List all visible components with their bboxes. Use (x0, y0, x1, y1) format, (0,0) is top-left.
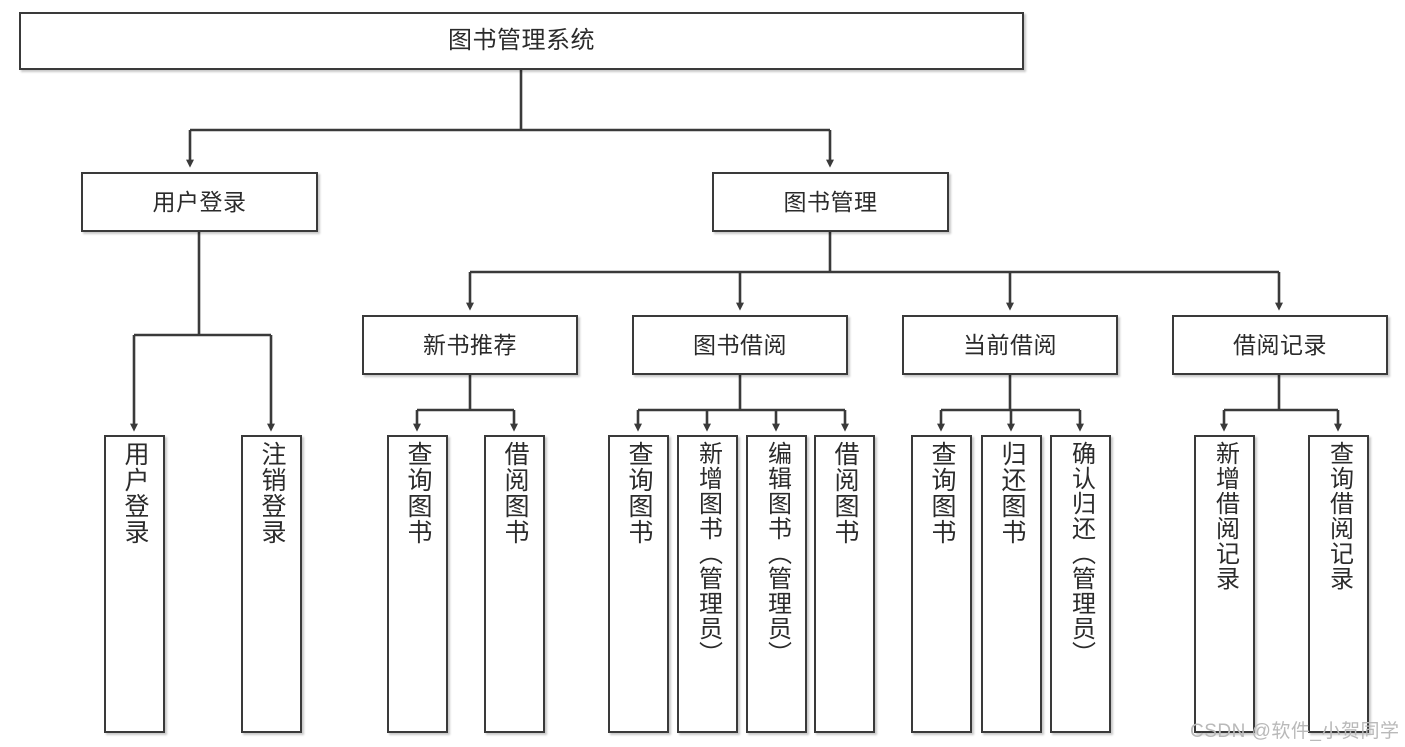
leaf-user-login[interactable]: 用户登录 (104, 435, 165, 733)
leaf-add-borrow-record[interactable]: 新增借阅记录 (1194, 435, 1255, 733)
leaf-query-book-recommend[interactable]: 查询图书 (387, 435, 448, 733)
node-label: 借阅图书 (831, 441, 859, 545)
node-book-borrow[interactable]: 图书借阅 (632, 315, 848, 375)
node-label: 新增图书（管理员） (694, 441, 722, 666)
node-label: 查询图书 (625, 441, 653, 545)
node-label: 图书管理系统 (448, 27, 595, 55)
leaf-add-book-admin[interactable]: 新增图书（管理员） (677, 435, 738, 733)
node-label: 新增借阅记录 (1211, 441, 1239, 591)
node-label: 用户登录 (152, 188, 247, 215)
node-label: 借阅图书 (501, 441, 529, 545)
node-user-login[interactable]: 用户登录 (81, 172, 318, 232)
node-label: 当前借阅 (963, 331, 1057, 358)
node-label: 注销登录 (258, 441, 286, 545)
node-label: 借阅记录 (1233, 331, 1327, 358)
node-label: 归还图书 (998, 441, 1026, 545)
leaf-query-book-borrow[interactable]: 查询图书 (608, 435, 669, 733)
node-label: 查询图书 (928, 441, 956, 545)
leaf-borrow-book[interactable]: 借阅图书 (814, 435, 875, 733)
csdn-watermark: CSDN @软件_小贺同学 (1190, 721, 1400, 742)
node-label: 查询借阅记录 (1325, 441, 1353, 591)
node-label: 图书管理 (783, 188, 878, 215)
node-label: 新书推荐 (423, 331, 517, 358)
leaf-logout-login[interactable]: 注销登录 (241, 435, 302, 733)
node-new-book-recommend[interactable]: 新书推荐 (362, 315, 578, 375)
node-borrow-record[interactable]: 借阅记录 (1172, 315, 1388, 375)
leaf-query-borrow-record[interactable]: 查询借阅记录 (1308, 435, 1369, 733)
leaf-query-book-current[interactable]: 查询图书 (911, 435, 972, 733)
leaf-confirm-return-admin[interactable]: 确认归还（管理员） (1050, 435, 1111, 733)
leaf-edit-book-admin[interactable]: 编辑图书（管理员） (746, 435, 807, 733)
leaf-return-book[interactable]: 归还图书 (981, 435, 1042, 733)
node-label: 图书借阅 (693, 331, 787, 358)
node-root-book-management-system[interactable]: 图书管理系统 (19, 12, 1024, 70)
node-label: 用户登录 (121, 441, 149, 545)
node-label: 编辑图书（管理员） (763, 441, 791, 666)
node-label: 查询图书 (404, 441, 432, 545)
node-book-management[interactable]: 图书管理 (712, 172, 949, 232)
node-label: 确认归还（管理员） (1067, 441, 1095, 666)
leaf-borrow-book-recommend[interactable]: 借阅图书 (484, 435, 545, 733)
node-current-borrow[interactable]: 当前借阅 (902, 315, 1118, 375)
